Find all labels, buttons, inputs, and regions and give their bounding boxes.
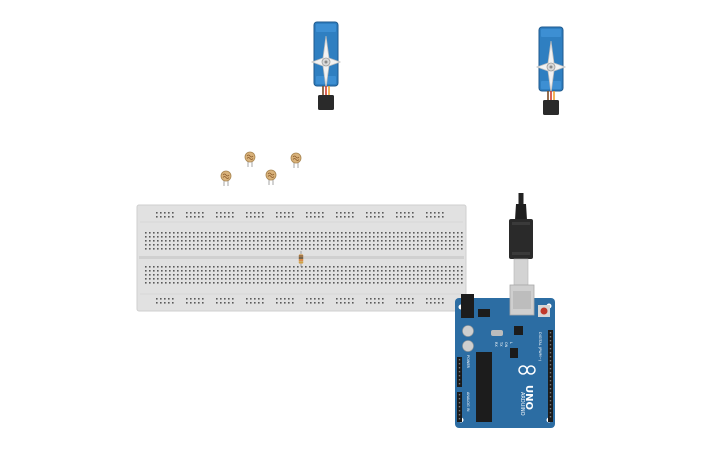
photoresistor-4[interactable] [265,169,277,185]
arduino-uno[interactable]: ARDUINO UNO DIGITAL (PWM~) POWER ANALOG … [455,284,555,428]
photoresistor-head [290,152,302,164]
l-label: L [509,342,513,344]
breadboard-holes[interactable] [145,212,463,304]
micro-servo-1[interactable] [310,21,342,110]
usb-chip [514,326,523,335]
usb-cable[interactable] [509,193,533,286]
voltage-regulator [478,309,490,317]
photoresistor-head [220,170,232,182]
servo-ear-top [316,24,336,32]
usb-strain-relief [515,204,527,220]
atmega-chip [476,352,492,422]
photoresistor-1[interactable] [244,151,256,167]
rx-label: RX [494,342,498,347]
digital-label: DIGITAL (PWM~) [538,332,542,362]
on-label: ON [504,342,508,348]
arduino-logo [518,365,536,375]
analog-label: ANALOG IN [466,392,470,412]
photoresistor-head [265,169,277,181]
servo-ear-top [541,29,561,37]
power-label: POWER [466,355,470,369]
crystal [491,330,503,336]
icsp-header [510,348,518,358]
header-pins [458,332,552,420]
usb-plug-metal [513,258,529,286]
resistor[interactable] [298,251,304,267]
power-jack [461,294,474,318]
logo-label: ARDUINO [519,392,525,416]
servo-connector[interactable] [318,95,334,110]
servo-connector[interactable] [543,100,559,115]
photoresistor-2[interactable] [290,152,302,168]
usb-plug-body [509,219,533,259]
capacitor [462,325,474,337]
photoresistor-head [244,151,256,163]
model-label: UNO [523,385,534,410]
micro-servo-2[interactable] [535,26,567,115]
tx-label: TX [499,341,503,347]
photoresistor-3[interactable] [220,170,232,186]
